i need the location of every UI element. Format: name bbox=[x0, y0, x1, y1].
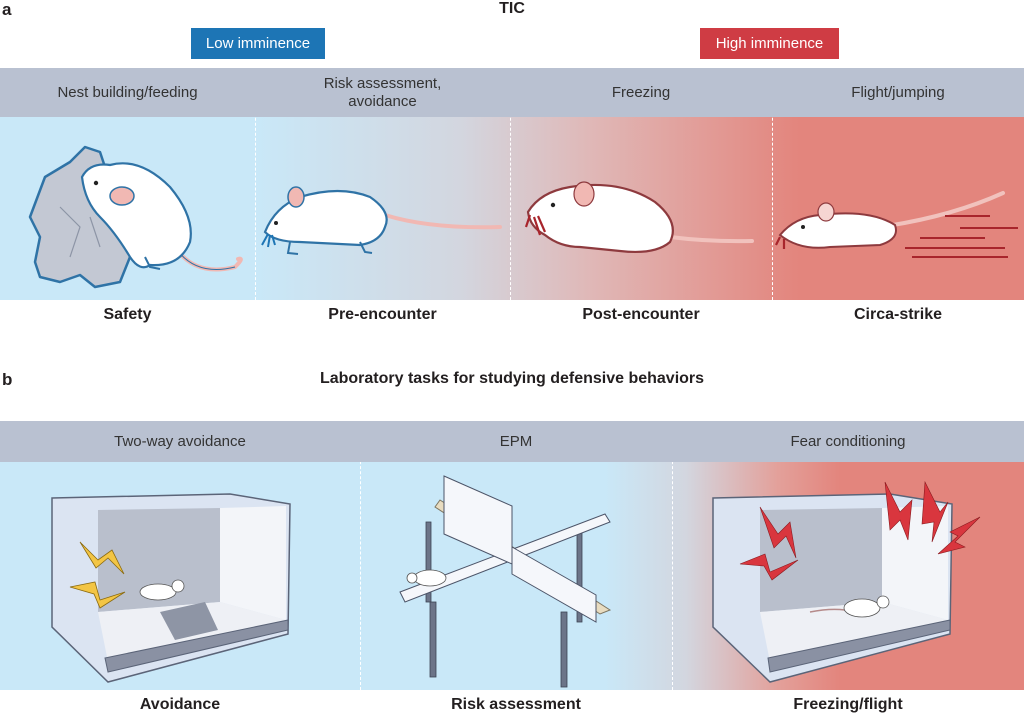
task-label: Two-way avoidance bbox=[114, 432, 246, 450]
behavior-label: Risk assessment, avoidance bbox=[323, 74, 442, 110]
task-gradient-strip bbox=[0, 462, 1024, 690]
panel-a-letter: a bbox=[2, 0, 12, 19]
behavior-label: Freezing bbox=[611, 83, 671, 101]
task-divider bbox=[672, 462, 673, 690]
mouse-risk-assessment bbox=[261, 186, 502, 255]
mouse-freezing bbox=[524, 181, 754, 254]
shock-icon bbox=[739, 480, 981, 581]
outcome-label-freezing-flight: Freezing/flight bbox=[793, 696, 903, 713]
imminence-gradient-strip bbox=[0, 117, 1024, 300]
task-divider bbox=[360, 462, 361, 690]
panel-b-letter: b bbox=[2, 370, 13, 389]
task-label: EPM bbox=[499, 432, 533, 450]
stage-label-post-encounter: Post-encounter bbox=[582, 306, 700, 323]
outcome-label-risk-assessment: Risk assessment bbox=[451, 696, 581, 713]
shuttle-box-illustration bbox=[51, 493, 291, 683]
behavior-label: Flight/jumping bbox=[851, 83, 945, 101]
stage-divider bbox=[772, 117, 773, 300]
behavior-band: Nest building/feeding Risk assessment, a… bbox=[0, 68, 1024, 117]
mouse-risk-assessment-epm bbox=[406, 569, 447, 587]
panel-b-title: Laboratory tasks for studying defensive … bbox=[319, 370, 705, 387]
stage-label-circa-strike: Circa-strike bbox=[853, 306, 943, 323]
motion-lines bbox=[905, 215, 1018, 258]
task-label: Fear conditioning bbox=[790, 432, 906, 450]
fear-conditioning-chamber-illustration bbox=[712, 480, 981, 683]
behavior-label: Nest building/feeding bbox=[57, 83, 198, 101]
high-imminence-badge: High imminence bbox=[700, 28, 839, 59]
task-band: Two-way avoidance EPM Fear conditioning bbox=[0, 421, 1024, 462]
shock-icon bbox=[69, 541, 126, 609]
mouse-fleeing bbox=[775, 191, 1018, 258]
outcome-label-avoidance: Avoidance bbox=[139, 696, 221, 713]
mouse-nest-building bbox=[80, 162, 243, 272]
elevated-plus-maze-illustration bbox=[399, 475, 612, 688]
mouse-freezing-chamber bbox=[809, 595, 890, 618]
stage-label-safety: Safety bbox=[103, 306, 152, 323]
stage-label-pre-encounter: Pre-encounter bbox=[328, 306, 437, 323]
stage-divider bbox=[510, 117, 511, 300]
stage-divider bbox=[255, 117, 256, 300]
panel-a-title: TIC bbox=[499, 0, 525, 17]
low-imminence-badge: Low imminence bbox=[191, 28, 325, 59]
mouse-avoidance bbox=[139, 579, 185, 601]
